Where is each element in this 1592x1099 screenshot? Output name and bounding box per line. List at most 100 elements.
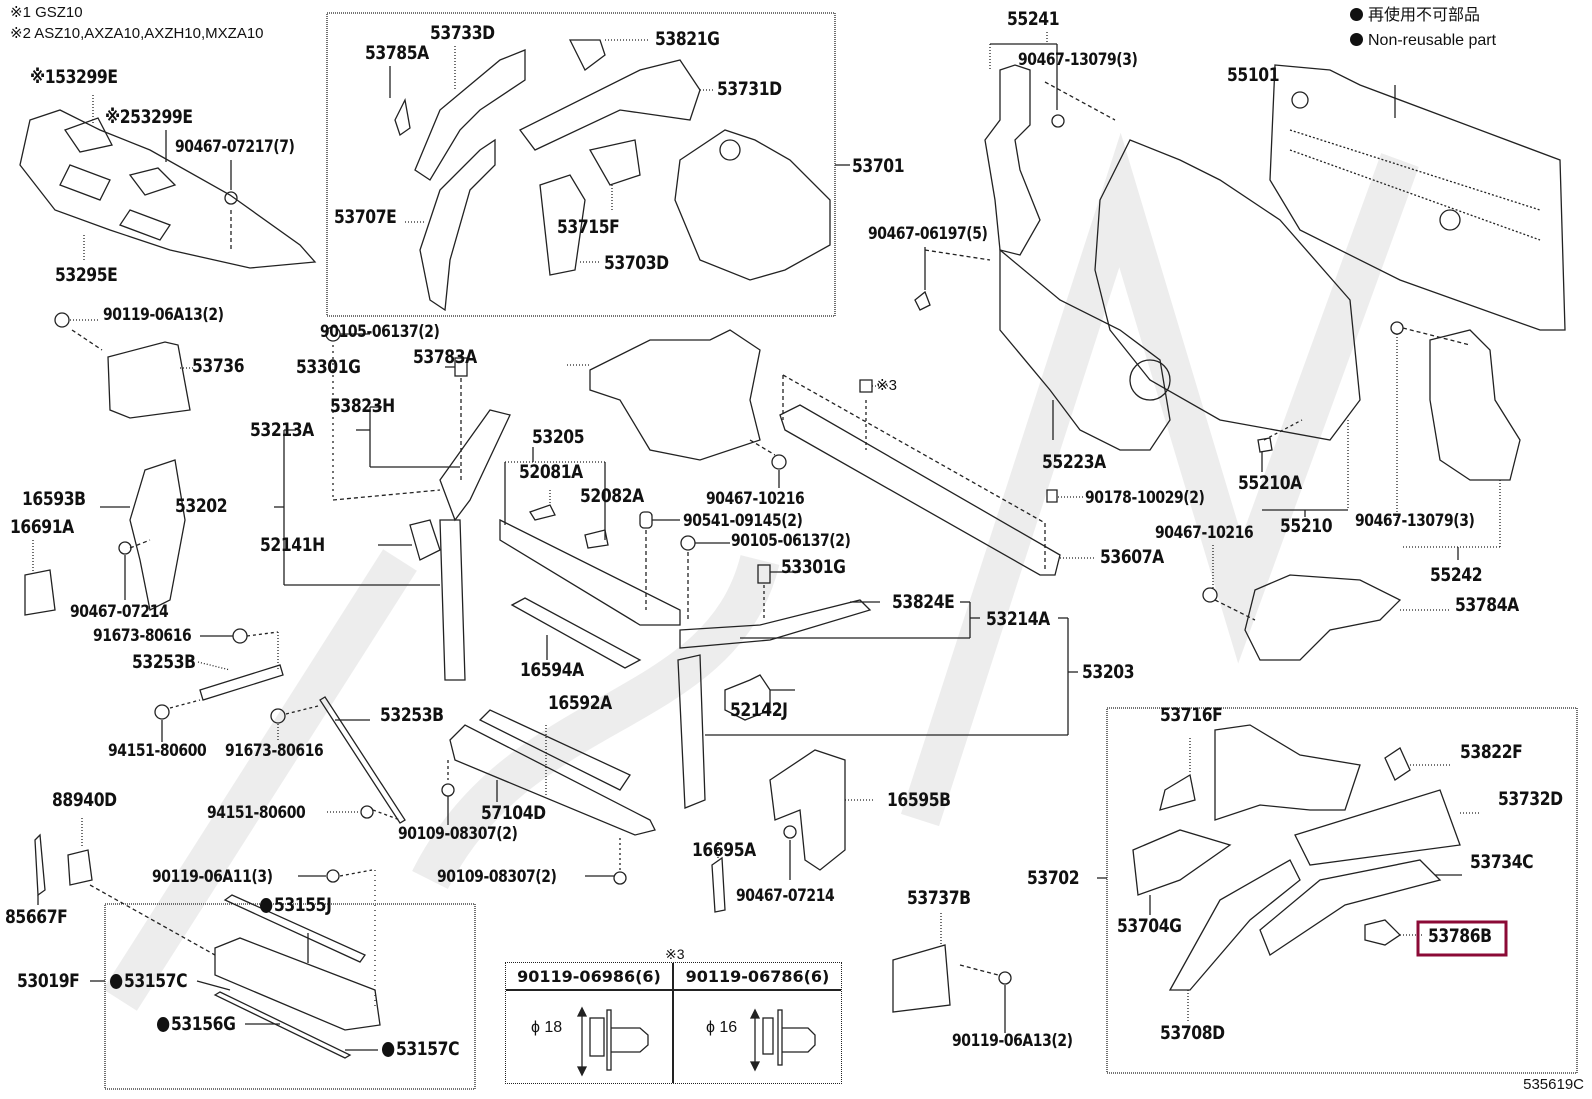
part-label-90467-13079-a[interactable]: 90467-13079(3) bbox=[1018, 50, 1138, 70]
part-16593B-drawing bbox=[24, 459, 186, 616]
part-label-90119-06A11[interactable]: 90119-06A11(3) bbox=[152, 867, 273, 887]
part-label-16595B[interactable]: 16595B bbox=[887, 789, 951, 811]
part-label-90467-10216-a[interactable]: 90467-10216 bbox=[706, 489, 805, 509]
part-label-16593B[interactable]: 16593B bbox=[22, 488, 86, 510]
part-label-55210[interactable]: 55210 bbox=[1280, 515, 1333, 537]
part-label-53203[interactable]: 53203 bbox=[1082, 661, 1135, 683]
part-57104D-drawing bbox=[441, 709, 656, 885]
part-53702-drawings bbox=[1097, 724, 1480, 1022]
part-53295E-drawing bbox=[19, 95, 317, 269]
part-label-53786B-highlighted[interactable]: 53786B bbox=[1428, 925, 1492, 947]
part-label-53205[interactable]: 53205 bbox=[532, 426, 585, 448]
part-16594A-drawing bbox=[510, 597, 642, 669]
part-label-53295E[interactable]: 53295E bbox=[55, 264, 118, 286]
part-label-16695A[interactable]: 16695A bbox=[692, 839, 756, 861]
part-53701-drawings bbox=[389, 39, 850, 312]
part-label-55223A[interactable]: 55223A bbox=[1042, 451, 1106, 473]
part-88940D-drawings bbox=[34, 818, 376, 1010]
part-label-53731D[interactable]: 53731D bbox=[717, 78, 782, 100]
part-label-91673-80616-b[interactable]: 91673-80616 bbox=[225, 741, 324, 761]
part-label-53823H[interactable]: 53823H bbox=[330, 395, 395, 417]
part-label-53785A[interactable]: 53785A bbox=[365, 42, 429, 64]
part-label-53253B-a[interactable]: 53253B bbox=[132, 651, 196, 673]
part-label-55101[interactable]: 55101 bbox=[1227, 64, 1280, 86]
part-label-53703D[interactable]: 53703D bbox=[604, 252, 669, 274]
part-label-53821G[interactable]: 53821G bbox=[655, 28, 720, 50]
part-label-90109-08307-a[interactable]: 90109-08307(2) bbox=[398, 824, 518, 844]
part-label-53736[interactable]: 53736 bbox=[192, 355, 245, 377]
part-label-53737B[interactable]: 53737B bbox=[907, 887, 971, 909]
part-label-53783A[interactable]: 53783A bbox=[413, 346, 477, 368]
part-label-53019F[interactable]: 53019F bbox=[17, 970, 80, 992]
part-label-16691A[interactable]: 16691A bbox=[10, 516, 74, 538]
variant-note-1: ※1 GSZ10 bbox=[10, 4, 83, 21]
part-label-53202[interactable]: 53202 bbox=[175, 495, 228, 517]
group-box-53702 bbox=[1106, 707, 1578, 1074]
part-55210-drawing bbox=[1257, 419, 1349, 517]
part-label-53157C-a[interactable]: 53157C bbox=[110, 972, 188, 991]
part-label-90467-06197[interactable]: 90467-06197(5) bbox=[868, 224, 988, 244]
part-label-52081A[interactable]: 52081A bbox=[519, 461, 583, 483]
part-label-85667F[interactable]: 85667F bbox=[5, 906, 68, 928]
part-label-90541-09145[interactable]: 90541-09145(2) bbox=[683, 511, 803, 531]
part-label-55241[interactable]: 55241 bbox=[1007, 8, 1060, 30]
part-label-53704G[interactable]: 53704G bbox=[1117, 915, 1182, 937]
part-label-94151-80600-a[interactable]: 94151-80600 bbox=[108, 741, 207, 761]
spec-table: 90119-06986(6) 90119-06786(6) ϕ 18 ϕ 16 bbox=[505, 962, 842, 1084]
part-label-91673-80616-a[interactable]: 91673-80616 bbox=[93, 626, 192, 646]
part-label-57104D[interactable]: 57104D bbox=[481, 802, 546, 824]
part-label-53702[interactable]: 53702 bbox=[1027, 867, 1080, 889]
spec-table-header-1[interactable]: 90119-06986(6) bbox=[506, 963, 674, 991]
spec-table-header-2[interactable]: 90119-06786(6) bbox=[674, 963, 841, 991]
part-55223A-dash-drawing bbox=[914, 139, 1361, 451]
part-label-53157C-b[interactable]: 53157C bbox=[382, 1040, 460, 1059]
part-label-53716F[interactable]: 53716F bbox=[1160, 704, 1223, 726]
part-label-53301G-a[interactable]: 53301G bbox=[296, 356, 361, 378]
non-reusable-bullet-icon bbox=[260, 898, 273, 913]
part-label-90119-06A13-b[interactable]: 90119-06A13(2) bbox=[952, 1031, 1073, 1051]
part-label-55210A[interactable]: 55210A bbox=[1238, 472, 1302, 494]
part-label-53253B-b[interactable]: 53253B bbox=[380, 704, 444, 726]
part-label-53822F[interactable]: 53822F bbox=[1460, 741, 1523, 763]
part-label-53734C[interactable]: 53734C bbox=[1470, 851, 1534, 873]
bullet-icon bbox=[1350, 8, 1363, 21]
part-label-53214A[interactable]: 53214A bbox=[986, 608, 1050, 630]
part-number-text: 53156G bbox=[170, 1013, 236, 1035]
part-label-90467-10216-b[interactable]: 90467-10216 bbox=[1155, 523, 1254, 543]
part-label-88940D[interactable]: 88940D bbox=[52, 789, 117, 811]
part-label-53301G-b[interactable]: 53301G bbox=[781, 556, 846, 578]
part-label-90105-06137-a[interactable]: 90105-06137(2) bbox=[320, 322, 440, 342]
part-label-90178-10029[interactable]: 90178-10029(2) bbox=[1085, 488, 1205, 508]
part-53736-drawing bbox=[54, 312, 195, 419]
part-label-90467-07214-b[interactable]: 90467-07214 bbox=[736, 886, 835, 906]
part-label-53733D[interactable]: 53733D bbox=[430, 22, 495, 44]
part-label-53784A[interactable]: 53784A bbox=[1455, 594, 1519, 616]
part-label-55242[interactable]: 55242 bbox=[1430, 564, 1483, 586]
part-label-53156G[interactable]: 53156G bbox=[157, 1013, 236, 1035]
part-label-53708D[interactable]: 53708D bbox=[1160, 1022, 1225, 1044]
part-label-53299E-v2[interactable]: ※253299E bbox=[105, 106, 193, 128]
part-label-16594A[interactable]: 16594A bbox=[520, 659, 584, 681]
part-label-53213A[interactable]: 53213A bbox=[250, 419, 314, 441]
part-label-53707E[interactable]: 53707E bbox=[334, 206, 397, 228]
part-label-53715F[interactable]: 53715F bbox=[557, 216, 620, 238]
part-label-53732D[interactable]: 53732D bbox=[1498, 788, 1563, 810]
part-label-90109-08307-b[interactable]: 90109-08307(2) bbox=[437, 867, 557, 887]
part-53214A-drawing bbox=[639, 511, 1078, 809]
part-label-16592A[interactable]: 16592A bbox=[548, 692, 612, 714]
part-label-52082A[interactable]: 52082A bbox=[580, 485, 644, 507]
part-label-53155J[interactable]: 53155J bbox=[260, 896, 332, 915]
part-label-90467-07217[interactable]: 90467-07217(7) bbox=[175, 137, 295, 157]
part-label-52142J[interactable]: 52142J bbox=[730, 699, 788, 721]
part-label-90105-06137-b[interactable]: 90105-06137(2) bbox=[731, 531, 851, 551]
part-label-90119-06A13-a[interactable]: 90119-06A13(2) bbox=[103, 305, 224, 325]
part-label-53824E[interactable]: 53824E bbox=[892, 591, 955, 613]
part-label-90467-13079-b[interactable]: 90467-13079(3) bbox=[1355, 511, 1475, 531]
part-label-53701[interactable]: 53701 bbox=[852, 155, 905, 177]
part-label-94151-80600-b[interactable]: 94151-80600 bbox=[207, 803, 306, 823]
part-label-53299E-v1[interactable]: ※153299E bbox=[30, 66, 118, 88]
part-label-90467-07214-a[interactable]: 90467-07214 bbox=[70, 602, 169, 622]
part-label-53607A[interactable]: 53607A bbox=[1100, 546, 1164, 568]
part-label-52141H[interactable]: 52141H bbox=[260, 534, 325, 556]
callout-marker-3: ※3 bbox=[876, 377, 897, 394]
